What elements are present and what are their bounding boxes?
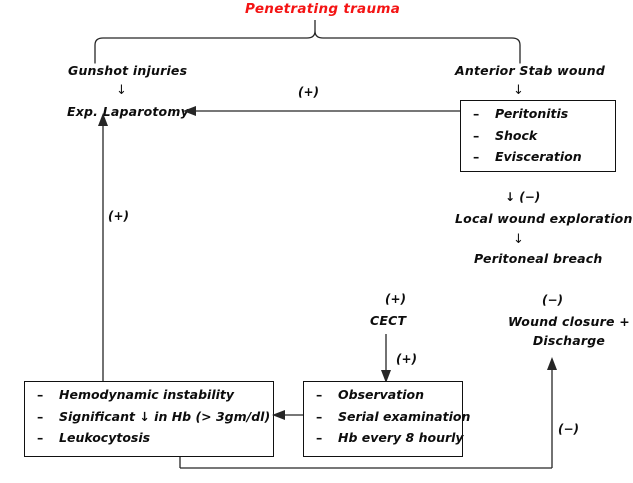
list-item: – Hb every 8 hourly [316, 430, 464, 445]
list-item-label: Hemodynamic instability [59, 387, 235, 402]
node-peritoneal-breach: Peritoneal breach [474, 251, 603, 266]
list-item: – Observation [316, 387, 452, 402]
label-closure-negative: (−) [542, 293, 564, 307]
label-findings-negative: ↓ (−) [505, 190, 541, 204]
diagram-title: Penetrating trauma [245, 1, 401, 17]
arrow-down-gunshot-icon: ↓ [116, 83, 127, 98]
node-wound-closure: Wound closure + Discharge [508, 313, 630, 351]
list-item-label: Peritonitis [495, 106, 569, 121]
wound-closure-line-2: Discharge [532, 332, 606, 348]
bullet-dash: – [473, 106, 480, 121]
arrow-down-exploration-icon: ↓ [513, 232, 524, 247]
node-exp-laparotomy: Exp. Laparotomy [67, 104, 189, 119]
list-item: – Peritonitis [473, 106, 605, 121]
list-item-label: Hb every 8 hourly [338, 430, 464, 445]
list-item: – Leukocytosis [37, 430, 263, 445]
list-item: – Shock [473, 127, 605, 143]
list-item-label: Observation [338, 387, 424, 402]
list-item-label: Shock [495, 127, 538, 143]
label-stab-positive: (+) [298, 85, 320, 99]
list-item: – Serial examination [316, 408, 470, 424]
list-item-label: Serial examination [338, 408, 471, 424]
box-stab-findings: – Peritonitis – Shock – Evisceration [460, 100, 616, 172]
stab-findings-list: – Peritonitis – Shock – Evisceration [461, 101, 615, 171]
bullet-dash: – [316, 408, 323, 424]
list-item: – Significant ↓ in Hb (> 3gm/dl) [37, 408, 270, 424]
bullet-dash: – [37, 387, 44, 402]
label-criteria-positive: (+) [108, 209, 130, 223]
list-item-label: Significant ↓ in Hb (> 3gm/dl) [59, 408, 271, 424]
list-item: – Evisceration [473, 149, 605, 164]
bullet-dash: – [473, 149, 480, 164]
label-cect-positive-top: (+) [385, 292, 407, 306]
list-item-label: Evisceration [495, 149, 582, 164]
observation-plan-list: – Observation – Serial examination – Hb … [304, 382, 470, 452]
list-item: – Hemodynamic instability [37, 387, 263, 402]
label-cect-positive-down: (+) [396, 352, 418, 366]
wound-closure-line-1: Wound closure + [508, 314, 630, 329]
node-local-wound-exploration: Local wound exploration [455, 211, 633, 226]
node-gunshot-injuries: Gunshot injuries [68, 63, 188, 78]
node-anterior-stab-wound: Anterior Stab wound [455, 63, 605, 78]
box-operative-criteria: – Hemodynamic instability – Significant … [24, 381, 274, 457]
bullet-dash: – [37, 408, 44, 424]
bullet-dash: – [37, 430, 44, 445]
operative-criteria-list: – Hemodynamic instability – Significant … [25, 382, 273, 452]
bullet-dash: – [473, 127, 480, 143]
arrow-down-stab-icon: ↓ [513, 83, 524, 98]
label-observation-negative: (−) [558, 422, 580, 436]
bullet-dash: – [316, 387, 323, 402]
bullet-dash: – [316, 430, 323, 445]
box-observation-plan: – Observation – Serial examination – Hb … [303, 381, 470, 457]
list-item-label: Leukocytosis [59, 430, 151, 445]
node-cect: CECT [370, 313, 407, 328]
